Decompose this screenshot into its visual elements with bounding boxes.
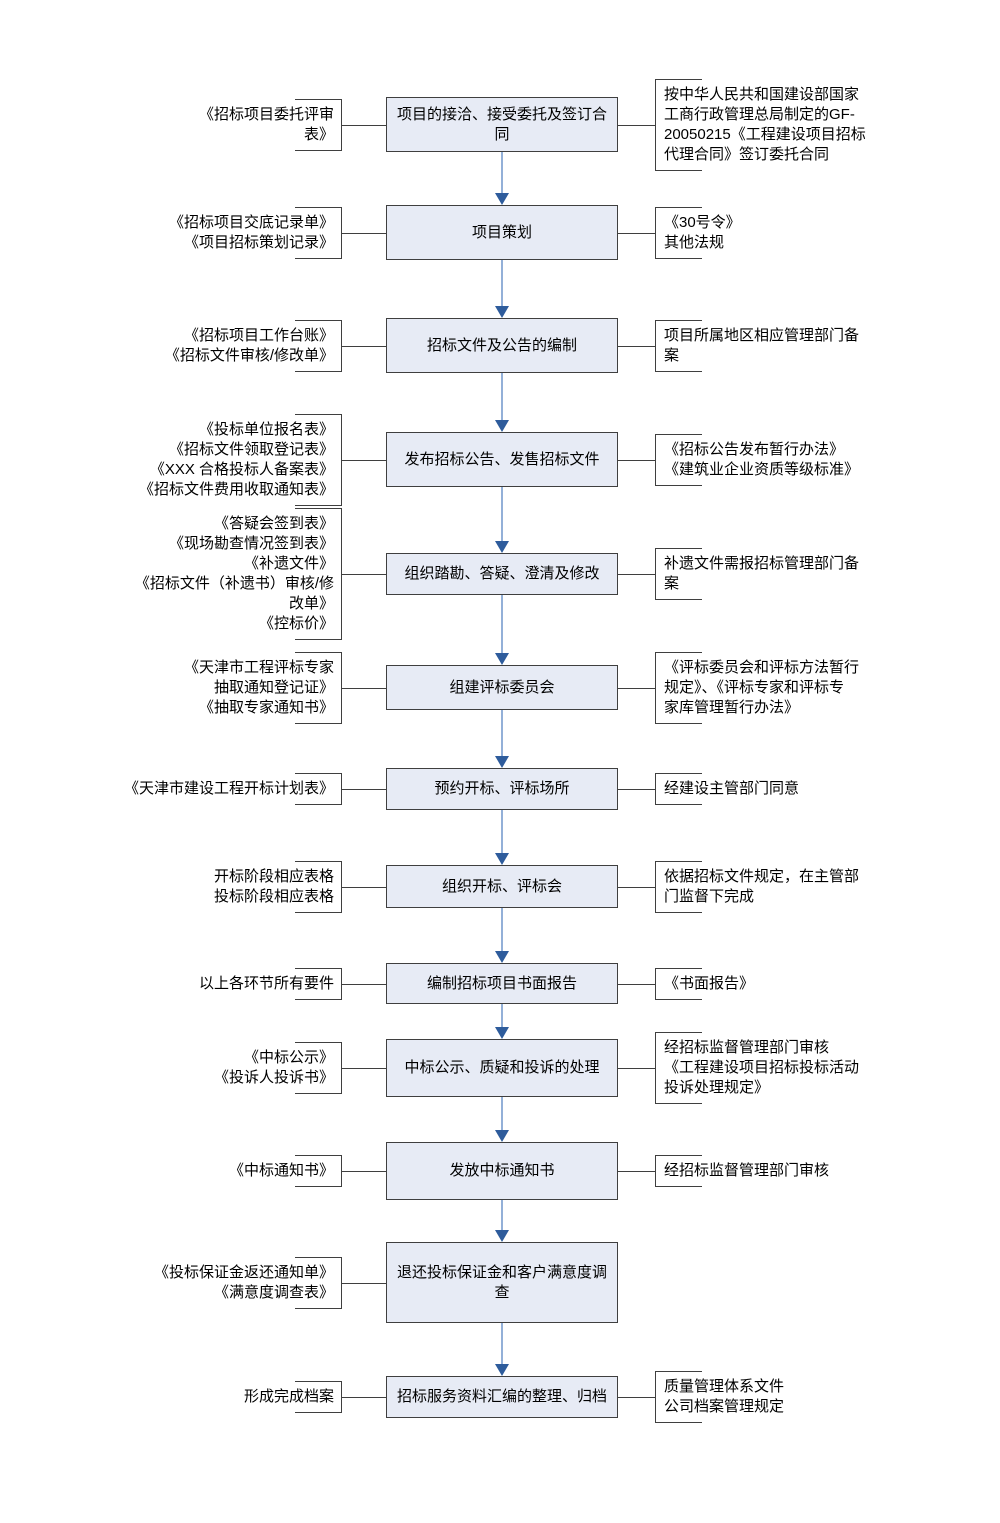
down-arrow-icon: [494, 1097, 510, 1142]
process-step-box: 中标公示、质疑和投诉的处理: [386, 1039, 618, 1097]
process-step-box: 组建评标委员会: [386, 665, 618, 710]
connector-line: [618, 983, 656, 985]
connector-line: [342, 459, 386, 461]
input-docs-label: 开标阶段相应表格 投标阶段相应表格: [34, 860, 342, 913]
connector-line: [618, 124, 656, 126]
input-docs-label: 《投标保证金返还通知单》 《满意度调查表》: [34, 1256, 342, 1309]
down-arrow-icon: [494, 710, 510, 768]
connector-line: [342, 886, 386, 888]
process-step-box: 组织踏勘、答疑、澄清及修改: [386, 553, 618, 595]
basis-note-label: 《书面报告》: [655, 967, 879, 1000]
down-arrow-icon: [494, 810, 510, 865]
down-arrow-icon: [494, 487, 510, 553]
input-docs-label: 《天津市工程评标专家 抽取通知登记证》 《抽取专家通知书》: [34, 651, 342, 724]
connector-line: [342, 124, 386, 126]
connector-line: [618, 232, 656, 234]
process-step-box: 发放中标通知书: [386, 1142, 618, 1200]
connector-line: [342, 345, 386, 347]
connector-line: [618, 687, 656, 689]
down-arrow-icon: [494, 373, 510, 432]
connector-line: [342, 1397, 386, 1398]
connector-line: [618, 886, 656, 888]
basis-note-label: 《30号令》 其他法规: [655, 206, 879, 259]
input-docs-label: 《投标单位报名表》 《招标文件领取登记表》 《XXX 合格投标人备案表》 《招标…: [34, 413, 342, 506]
down-arrow-icon: [494, 260, 510, 318]
process-step-box: 编制招标项目书面报告: [386, 963, 618, 1004]
process-step-box: 组织开标、评标会: [386, 865, 618, 908]
process-step-box: 退还投标保证金和客户满意度调 查: [386, 1242, 618, 1323]
basis-note-label: 按中华人民共和国建设部国家 工商行政管理总局制定的GF- 20050215《工程…: [655, 78, 879, 171]
connector-line: [342, 1282, 386, 1284]
connector-line: [342, 983, 386, 985]
input-docs-label: 以上各环节所有要件: [34, 967, 342, 1000]
basis-note-label: 经招标监督管理部门审核 《工程建设项目招标投标活动 投诉处理规定》: [655, 1032, 879, 1104]
down-arrow-icon: [494, 595, 510, 665]
connector-line: [618, 1397, 656, 1398]
input-docs-label: 形成完成档案: [34, 1381, 342, 1413]
process-step-box: 预约开标、评标场所: [386, 768, 618, 810]
process-step-box: 项目策划: [386, 205, 618, 260]
connector-line: [342, 1068, 386, 1069]
down-arrow-icon: [494, 1200, 510, 1242]
down-arrow-icon: [494, 152, 510, 205]
process-step-box: 项目的接洽、接受委托及签订合 同: [386, 97, 618, 152]
basis-note-label: 质量管理体系文件 公司档案管理规定: [655, 1371, 879, 1423]
input-docs-label: 《招标项目交底记录单》 《项目招标策划记录》: [34, 206, 342, 259]
connector-line: [618, 345, 656, 347]
input-docs-label: 《招标项目委托评审 表》: [34, 98, 342, 151]
basis-note-label: 《招标公告发布暂行办法》 《建筑业企业资质等级标准》: [655, 433, 879, 486]
process-step-box: 招标服务资料汇编的整理、归档: [386, 1376, 618, 1418]
connector-line: [342, 687, 386, 689]
basis-note-label: 依据招标文件规定，在主管部 门监督下完成: [655, 860, 879, 913]
down-arrow-icon: [494, 1004, 510, 1039]
connector-line: [342, 1171, 386, 1172]
input-docs-label: 《天津市建设工程开标计划表》: [34, 773, 342, 805]
process-step-box: 招标文件及公告的编制: [386, 318, 618, 373]
input-docs-label: 《招标项目工作台账》 《招标文件审核/修改单》: [34, 319, 342, 372]
input-docs-label: 《中标通知书》: [34, 1155, 342, 1187]
down-arrow-icon: [494, 1323, 510, 1376]
basis-note-label: 《评标委员会和评标方法暂行 规定》、《评标专家和评标专 家库管理暂行办法》: [655, 651, 879, 724]
basis-note-label: 经建设主管部门同意: [655, 773, 879, 805]
process-step-box: 发布招标公告、发售招标文件: [386, 432, 618, 487]
connector-line: [342, 574, 386, 575]
connector-line: [618, 574, 656, 575]
connector-line: [618, 1171, 656, 1172]
connector-line: [618, 459, 656, 461]
connector-line: [618, 1068, 656, 1069]
connector-line: [618, 789, 656, 790]
connector-line: [342, 789, 386, 790]
basis-note-label: 项目所属地区相应管理部门备 案: [655, 319, 879, 372]
down-arrow-icon: [494, 908, 510, 963]
input-docs-label: 《中标公示》 《投诉人投诉书》: [34, 1042, 342, 1094]
basis-note-label: 补遗文件需报招标管理部门备 案: [655, 548, 879, 600]
basis-note-label: 经招标监督管理部门审核: [655, 1155, 879, 1187]
input-docs-label: 《答疑会签到表》 《现场勘查情况签到表》 《补遗文件》 《招标文件（补遗书）审核…: [34, 508, 342, 640]
connector-line: [342, 232, 386, 234]
